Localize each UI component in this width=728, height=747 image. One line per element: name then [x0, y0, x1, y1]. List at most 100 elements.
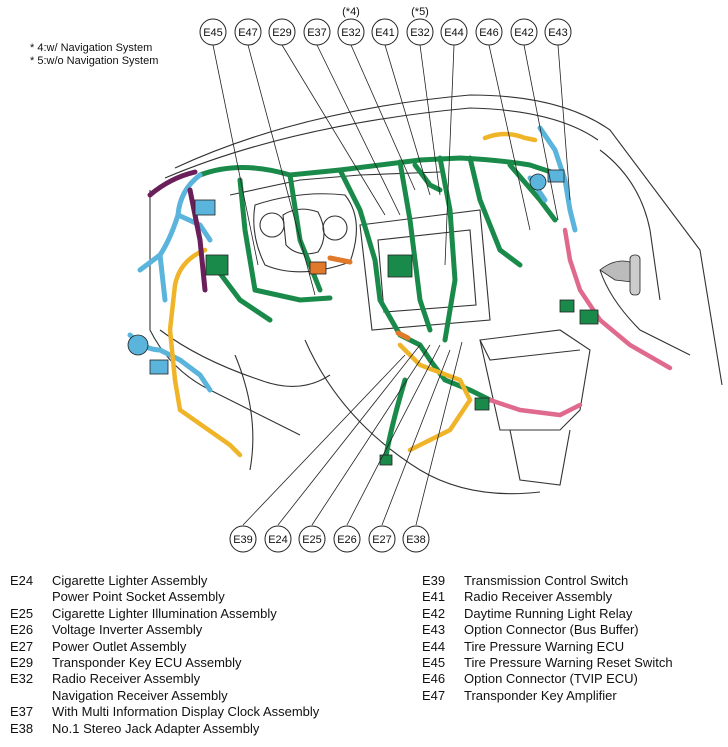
callout-e43-label: E43 — [548, 27, 568, 39]
callout-e42-label: E42 — [514, 27, 534, 39]
legend-code: E44 — [422, 638, 446, 654]
legend-description: With Multi Information Display Clock Ass… — [52, 704, 320, 720]
callout-e32-no-nav-qualifier: (*5) — [411, 6, 429, 18]
legend-description: Transmission Control Switch — [464, 573, 629, 588]
legend-code: E25 — [10, 605, 34, 621]
callout-e29-label: E29 — [272, 27, 292, 39]
legend-column-left: E24 Cigarette Lighter Assembly Power Poi… — [10, 573, 319, 737]
wiring-harness-diagram: E45 E47 E29 E37 (*4) E32 E41 (*5) E32 — [127, 6, 723, 553]
legend-description: Power Outlet Assembly — [52, 638, 187, 654]
legend-description: Cigarette Lighter Assembly — [52, 573, 208, 588]
callout-e37: E37 — [303, 18, 331, 46]
callout-e46-label: E46 — [479, 27, 499, 39]
legend-entry: E41 Radio Receiver Assembly — [422, 589, 673, 605]
callout-e39: E39 — [229, 525, 257, 553]
legend-code: E27 — [10, 638, 34, 654]
legend-entry: E24 Cigarette Lighter Assembly Power Poi… — [10, 573, 319, 606]
legend-code: E42 — [422, 605, 446, 621]
legend-description: Cigarette Lighter Illumination Assembly — [52, 605, 277, 621]
callout-e29: E29 — [268, 18, 296, 46]
callout-e26: E26 — [333, 525, 361, 553]
bottom-leader-lines — [242, 341, 463, 526]
note-no-nav: * 5:w/o Navigation System — [30, 55, 159, 67]
legend-entry: E42 Daytime Running Light Relay — [422, 606, 673, 622]
connector-legend: E24 Cigarette Lighter Assembly Power Poi… — [0, 573, 728, 747]
legend-code: E43 — [422, 622, 446, 638]
callout-e32-nav: (*4) E32 — [337, 6, 365, 46]
top-callouts: E45 E47 E29 E37 (*4) E32 E41 (*5) E32 — [199, 6, 572, 46]
callout-e41-label: E41 — [375, 27, 395, 39]
legend-code: E29 — [10, 655, 34, 671]
callout-e24-label: E24 — [268, 534, 288, 546]
legend-code: E32 — [10, 671, 34, 687]
callout-e24: E24 — [264, 525, 292, 553]
callout-e38: E38 — [402, 525, 430, 553]
legend-description: Daytime Running Light Relay — [464, 605, 633, 621]
legend-entry: E32 Radio Receiver Assembly Navigation R… — [10, 671, 319, 704]
callout-e47: E47 — [234, 18, 262, 46]
callout-e41: E41 — [371, 18, 399, 46]
legend-description: Navigation Receiver Assembly — [52, 687, 228, 703]
legend-description: Option Connector (Bus Buffer) — [464, 622, 639, 638]
legend-entry: E39 Transmission Control Switch — [422, 573, 673, 589]
legend-code: E24 — [10, 573, 34, 588]
purple-harness — [147, 169, 208, 293]
legend-description: Voltage Inverter Assembly — [52, 622, 203, 638]
callout-e25-label: E25 — [302, 534, 322, 546]
callout-e44: E44 — [440, 18, 468, 46]
callout-e32-nav-qualifier: (*4) — [342, 6, 360, 18]
instrument-panel-harness-left — [127, 125, 578, 393]
legend-description: Transponder Key Amplifier — [464, 687, 617, 703]
callout-e27: E27 — [368, 525, 396, 553]
callout-e32-no-nav-label: E32 — [410, 27, 430, 39]
legend-entry: E47 Transponder Key Amplifier — [422, 688, 673, 704]
dashboard-outline — [149, 94, 723, 495]
note-nav: * 4:w/ Navigation System — [30, 42, 153, 54]
yellow-harness — [167, 131, 538, 458]
callout-e45: E45 — [199, 18, 227, 46]
legend-entry: E46 Option Connector (TVIP ECU) — [422, 671, 673, 687]
callout-e27-label: E27 — [372, 534, 392, 546]
legend-code: E45 — [422, 655, 446, 671]
legend-entry: E45 Tire Pressure Warning Reset Switch — [422, 655, 673, 671]
legend-code: E47 — [422, 687, 446, 703]
legend-description: Tire Pressure Warning ECU — [464, 638, 625, 654]
legend-entry: E37 With Multi Information Display Clock… — [10, 704, 319, 720]
callout-e43: E43 — [544, 18, 572, 46]
legend-description: Radio Receiver Assembly — [52, 671, 201, 687]
callout-e32-no-nav: (*5) E32 — [406, 6, 434, 46]
legend-column-right: E39 Transmission Control Switch E41 Radi… — [422, 573, 673, 704]
legend-entry: E29 Transponder Key ECU Assembly — [10, 655, 319, 671]
legend-description: Tire Pressure Warning Reset Switch — [464, 655, 673, 671]
legend-description: Power Point Socket Assembly — [52, 589, 225, 605]
legend-code: E46 — [422, 671, 446, 687]
connectors — [127, 169, 641, 466]
callout-e46: E46 — [475, 18, 503, 46]
top-leader-lines — [212, 44, 571, 296]
legend-code: E39 — [422, 573, 446, 588]
legend-code: E38 — [10, 720, 34, 736]
legend-entry: E43 Option Connector (Bus Buffer) — [422, 622, 673, 638]
callout-e42: E42 — [510, 18, 538, 46]
pink-harness — [487, 227, 673, 418]
callout-e39-label: E39 — [233, 534, 253, 546]
legend-code: E37 — [10, 704, 34, 720]
legend-entry: E44 Tire Pressure Warning ECU — [422, 639, 673, 655]
legend-entry: E25 Cigarette Lighter Illumination Assem… — [10, 606, 319, 622]
main-harness — [197, 155, 563, 465]
legend-code: E26 — [10, 622, 34, 638]
legend-entry: E26 Voltage Inverter Assembly — [10, 622, 319, 638]
callout-e32-nav-label: E32 — [341, 27, 361, 39]
callout-e25: E25 — [298, 525, 326, 553]
bottom-callouts: E39 E24 E25 E26 E27 E38 — [229, 525, 430, 553]
legend-description: No.1 Stereo Jack Adapter Assembly — [52, 720, 260, 736]
callout-e37-label: E37 — [307, 27, 327, 39]
legend-description: Radio Receiver Assembly — [464, 589, 613, 605]
legend-description: Transponder Key ECU Assembly — [52, 655, 242, 671]
callout-e44-label: E44 — [444, 27, 464, 39]
callout-e45-label: E45 — [203, 27, 223, 39]
callout-e38-label: E38 — [406, 534, 426, 546]
legend-entry: E38 No.1 Stereo Jack Adapter Assembly — [10, 721, 319, 737]
legend-entry: E27 Power Outlet Assembly — [10, 639, 319, 655]
legend-code: E41 — [422, 589, 446, 605]
